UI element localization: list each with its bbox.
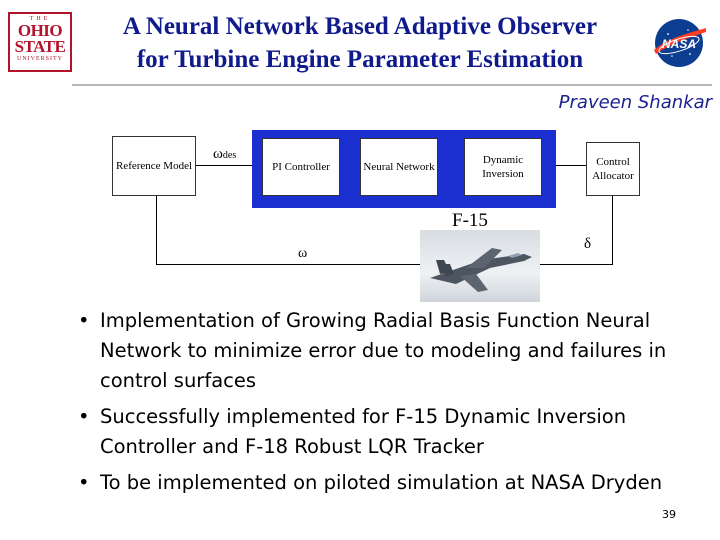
connector-feedback-up <box>156 196 157 265</box>
neural-network-label: Neural Network <box>363 161 435 173</box>
connector-ref-to-controller <box>196 165 252 166</box>
osu-logo-university: UNIVERSITY <box>17 56 63 62</box>
omega-des-label: ωdes <box>213 146 236 163</box>
bullet-text-1: Implementation of Growing Radial Basis F… <box>100 309 667 392</box>
bullet-text-2: Successfully implemented for F-15 Dynami… <box>100 405 627 458</box>
omega-feedback-label: ω <box>298 246 308 261</box>
bullet-list: • Implementation of Growing Radial Basis… <box>78 306 688 504</box>
osu-logo-ohio: OHIO <box>17 21 63 40</box>
neural-network-block: Neural Network <box>360 138 438 196</box>
ohio-state-logo: THE OHIO STATE UNIVERSITY <box>8 12 72 72</box>
reference-model-block: Reference Model <box>112 136 196 196</box>
control-allocator-block: Control Allocator <box>586 142 640 196</box>
nasa-logo: NASA <box>654 19 706 67</box>
f15-aircraft-image <box>420 230 540 302</box>
omega-des-symbol: ω <box>213 146 223 162</box>
osu-logo-the: THE <box>29 16 51 22</box>
header-rule <box>72 84 712 86</box>
control-allocator-label: Control Allocator <box>592 156 634 182</box>
bullet-item-2: • Successfully implemented for F-15 Dyna… <box>78 402 688 462</box>
delta-label: δ <box>584 236 592 252</box>
bullet-marker: • <box>78 405 90 428</box>
pi-controller-label: PI Controller <box>272 161 330 173</box>
connector-delta-to-plant <box>540 264 613 265</box>
bullet-marker: • <box>78 471 90 494</box>
omega-des-subscript: des <box>222 150 237 161</box>
dynamic-inversion-label: Dynamic Inversion <box>482 154 524 180</box>
bullet-item-3: • To be implemented on piloted simulatio… <box>78 468 688 498</box>
pi-controller-block: PI Controller <box>262 138 340 196</box>
jet-icon <box>430 248 532 292</box>
author-name: Praveen Shankar <box>558 92 712 113</box>
bullet-marker: • <box>78 309 90 332</box>
slide-title-line-2: for Turbine Engine Parameter Estimation <box>136 46 584 73</box>
plant-label: F-15 <box>452 210 488 231</box>
connector-plant-to-feedback <box>156 264 420 265</box>
reference-model-label: Reference Model <box>115 160 193 172</box>
page-number: 39 <box>662 508 676 521</box>
nasa-logo-text: NASA <box>662 37 696 51</box>
bullet-text-3: To be implemented on piloted simulation … <box>100 471 663 494</box>
bullet-item-1: • Implementation of Growing Radial Basis… <box>78 306 688 396</box>
slide-title-line-1: A Neural Network Based Adaptive Observer <box>122 13 598 40</box>
connector-controller-to-allocator <box>556 165 586 166</box>
connector-allocator-down <box>612 196 613 264</box>
osu-logo-state: STATE <box>14 37 66 56</box>
dynamic-inversion-block: Dynamic Inversion <box>464 138 542 196</box>
slide-title: A Neural Network Based Adaptive Observer… <box>80 10 640 76</box>
